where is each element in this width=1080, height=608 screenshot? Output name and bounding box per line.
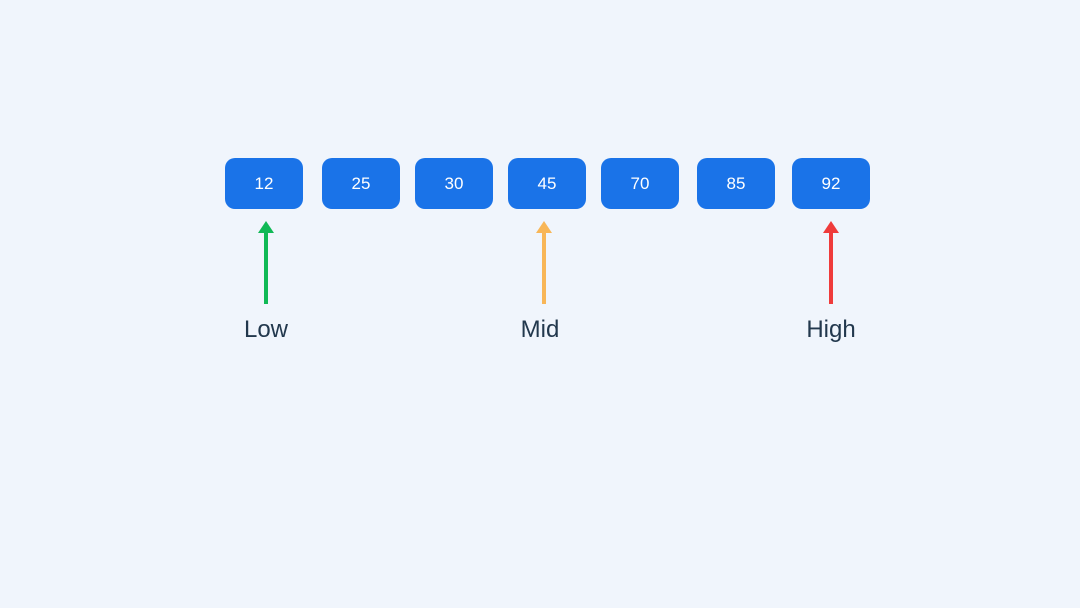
pointer-label-low: Low — [243, 316, 289, 343]
cell-value: 70 — [630, 173, 650, 193]
arrow-up-icon — [258, 221, 274, 304]
array-cell-2: 30 — [415, 158, 493, 209]
cell-value: 30 — [444, 173, 464, 193]
array-cell-1: 25 — [322, 158, 400, 209]
pointer-label-mid: Mid — [520, 316, 560, 343]
array-cell-4: 70 — [601, 158, 679, 209]
array-cell-6: 92 — [792, 158, 870, 209]
cell-value: 25 — [351, 173, 371, 193]
cell-value: 12 — [254, 173, 274, 193]
cell-value: 45 — [537, 173, 557, 193]
array-cell-0: 12 — [225, 158, 303, 209]
arrow-up-icon — [536, 221, 552, 304]
array-cell-3: 45 — [508, 158, 586, 209]
cell-value: 92 — [821, 173, 841, 193]
cell-value: 85 — [726, 173, 746, 193]
arrow-up-icon — [823, 221, 839, 304]
array-cell-5: 85 — [697, 158, 775, 209]
pointer-label-high: High — [806, 316, 856, 343]
